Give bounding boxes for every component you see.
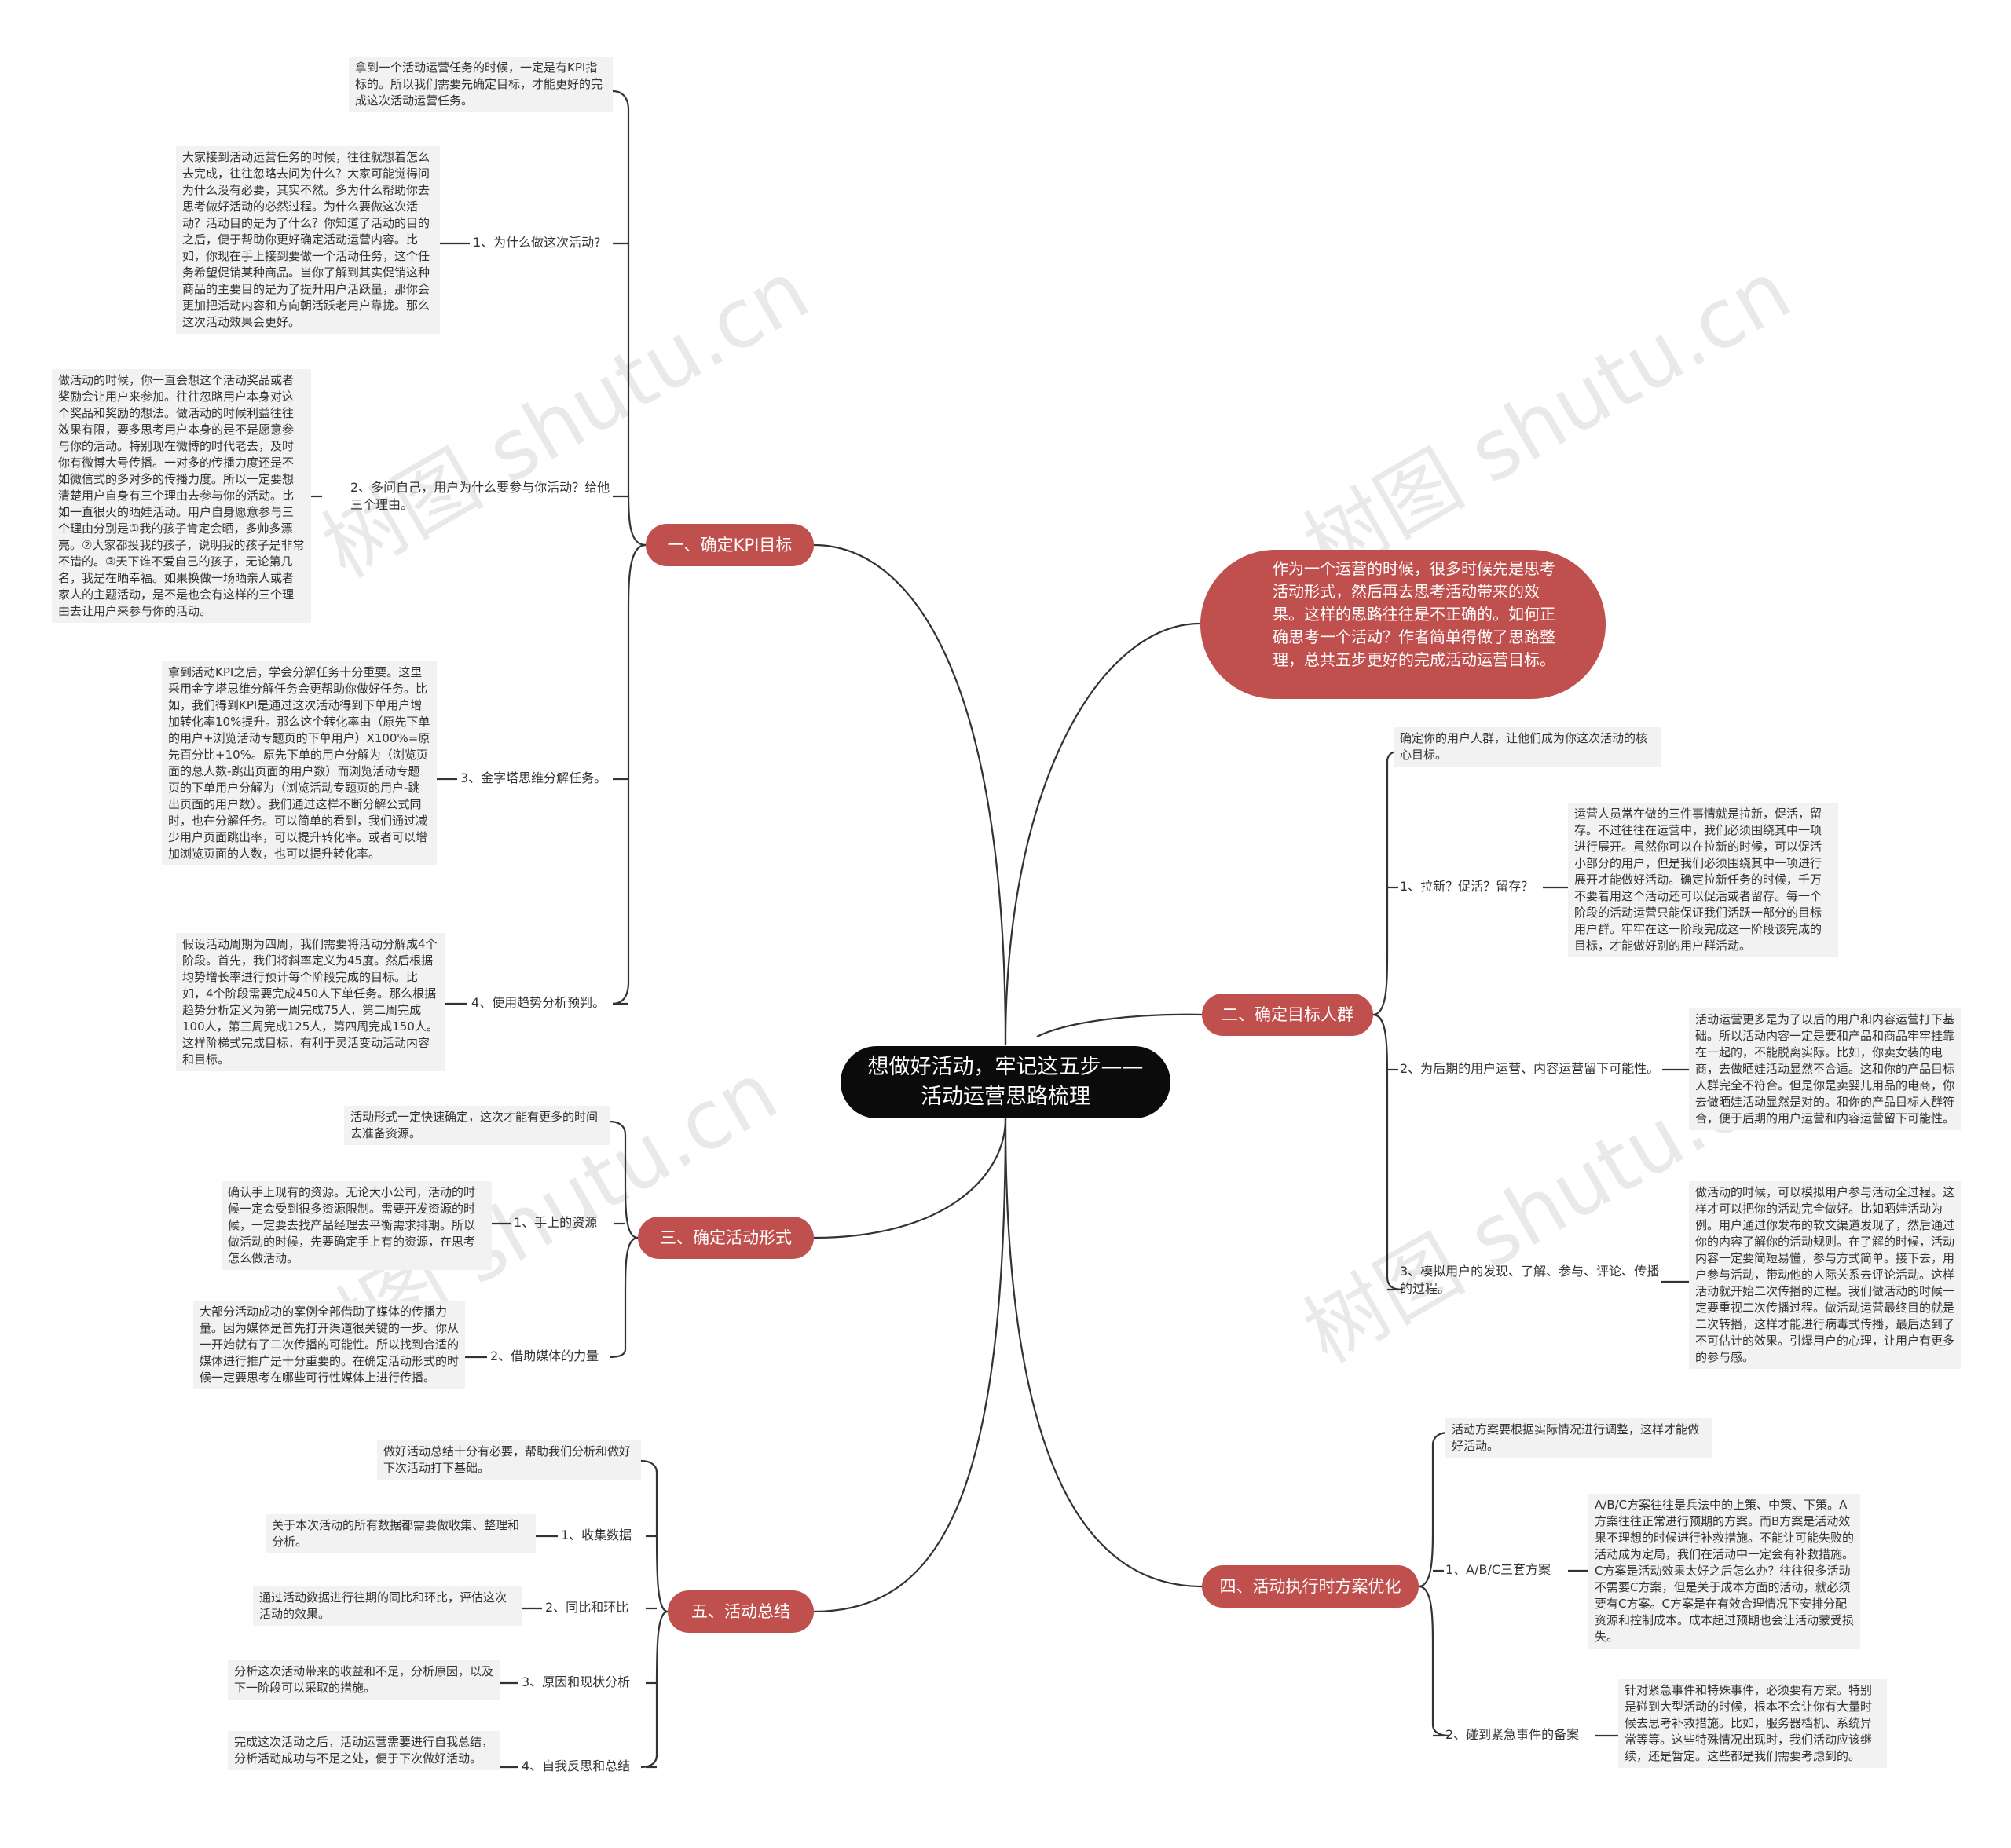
- sub-kpi-2[interactable]: 2、多问自己，用户为什么要参与你活动？给他三个理由。: [350, 480, 610, 512]
- leaf-summary-1: 关于本次活动的所有数据都需要做收集、整理和分析。: [266, 1514, 536, 1553]
- sub-summary-3[interactable]: 3、原因和现状分析: [522, 1674, 631, 1689]
- leaf-kpi-4: 假设活动周期为四周，我们需要将活动分解成4个阶段。首先，我们将斜率定义为45度。…: [176, 933, 445, 1071]
- leaf-summary-intro: 做好活动总结十分有必要，帮助我们分析和做好下次活动打下基础。: [377, 1440, 641, 1480]
- sub-audience-3[interactable]: 3、模拟用户的发现、了解、参与、评论、传播的过程。: [1400, 1264, 1660, 1296]
- leaf-kpi-2: 做活动的时候，你一直会想这个活动奖品或者奖励会让用户来参加。往往忽略用户本身对这…: [52, 369, 311, 623]
- sub-kpi-3[interactable]: 3、金字塔思维分解任务。: [460, 770, 607, 785]
- leaf-optimize-2: 针对紧急事件和特殊事件，必须要有方案。特别是碰到大型活动的时候，根本不会让你有大…: [1618, 1679, 1887, 1768]
- sub-optimize-2[interactable]: 2、碰到紧急事件的备案: [1445, 1727, 1580, 1742]
- sub-summary-4[interactable]: 4、自我反思和总结: [522, 1758, 631, 1773]
- sub-form-1[interactable]: 1、手上的资源: [514, 1215, 598, 1230]
- sub-summary-1[interactable]: 1、收集数据: [561, 1528, 632, 1542]
- branch-form[interactable]: 三、确定活动形式: [638, 1217, 814, 1259]
- intro-bubble[interactable]: 作为一个运营的时候，很多时候先是思考活动形式，然后再去思考活动带来的效果。这样的…: [1200, 550, 1606, 699]
- branch-kpi[interactable]: 一、确定KPI目标: [646, 524, 814, 566]
- leaf-audience-intro: 确定你的用户人群，让他们成为你这次活动的核心目标。: [1394, 727, 1661, 767]
- leaf-audience-2: 活动运营更多是为了以后的用户和内容运营打下基础。所以活动内容一定是要和产品和商品…: [1689, 1008, 1961, 1130]
- leaf-form-1: 确认手上现有的资源。无论大小公司，活动的时候一定会受到很多资源限制。需要开发资源…: [222, 1181, 492, 1270]
- leaf-kpi-1: 大家接到活动运营任务的时候，往往就想着怎么去完成，往往忽略去问为什么？大家可能觉…: [176, 146, 440, 334]
- link-root-b5: [813, 1118, 1007, 1613]
- link-root-b3: [813, 1118, 1007, 1239]
- link-root-b2: [1036, 1013, 1203, 1037]
- sub-form-2[interactable]: 2、借助媒体的力量: [490, 1348, 599, 1363]
- leaf-audience-1: 运营人员常在做的三件事情就是拉新，促活，留存。不过往往在运营中，我们必须围绕其中…: [1568, 803, 1838, 957]
- sub-audience-2[interactable]: 2、为后期的用户运营、内容运营留下可能性。: [1400, 1061, 1660, 1076]
- link-b1-top: [612, 90, 647, 547]
- leaf-audience-3: 做活动的时候，可以模拟用户参与活动全过程。这样才可以把你的活动完全做好。比如晒娃…: [1689, 1181, 1961, 1369]
- branch-optimize[interactable]: 四、活动执行时方案优化: [1202, 1565, 1419, 1608]
- link-b3-top: [609, 1120, 639, 1239]
- link-root-b4: [1004, 1118, 1203, 1588]
- sub-kpi-4[interactable]: 4、使用趋势分析预判。: [471, 995, 606, 1010]
- leaf-optimize-intro: 活动方案要根据实际情况进行调整，这样才能做好活动。: [1445, 1418, 1712, 1458]
- leaf-form-intro: 活动形式一定快速确定，这次才能有更多的时间去准备资源。: [344, 1106, 610, 1145]
- link-root-b1: [813, 543, 1007, 1045]
- leaf-summary-3: 分析这次活动带来的收益和不足，分析原因，以及下一阶段可以采取的措施。: [228, 1660, 500, 1700]
- link-root-intro: [1004, 622, 1201, 1045]
- leaf-form-2: 大部分活动成功的案例全部借助了媒体的传播力量。因为媒体是首先打开渠道很关键的一步…: [193, 1301, 465, 1389]
- root-topic[interactable]: 想做好活动，牢记这五步——活动运营思路梳理: [841, 1046, 1170, 1118]
- leaf-summary-4: 完成这次活动之后，活动运营需要进行自我总结，分析活动成功与不足之处，便于下次做好…: [228, 1731, 500, 1770]
- leaf-kpi-3: 拿到活动KPI之后，学会分解任务十分重要。这里采用金字塔思维分解任务会更帮助你做…: [162, 661, 437, 865]
- sub-optimize-1[interactable]: 1、A/B/C三套方案: [1445, 1562, 1551, 1577]
- leaf-optimize-1: A/B/C方案往往是兵法中的上策、中策、下策。A方案往往正常进行预期的方案。而B…: [1588, 1494, 1860, 1649]
- leaf-kpi-intro: 拿到一个活动运营任务的时候，一定是有KPI指标的。所以我们需要先确定目标，才能更…: [349, 57, 613, 112]
- sub-summary-2[interactable]: 2、同比和环比: [545, 1600, 629, 1615]
- leaf-summary-2: 通过活动数据进行往期的同比和环比，评估这次活动的效果。: [253, 1586, 522, 1626]
- sub-audience-1[interactable]: 1、拉新？促活？留存？: [1400, 879, 1534, 894]
- branch-summary[interactable]: 五、活动总结: [668, 1590, 814, 1633]
- link-b1-bottom: [612, 543, 647, 1005]
- branch-audience[interactable]: 二、确定目标人群: [1202, 994, 1373, 1036]
- sub-kpi-1[interactable]: 1、为什么做这次活动?: [473, 235, 601, 250]
